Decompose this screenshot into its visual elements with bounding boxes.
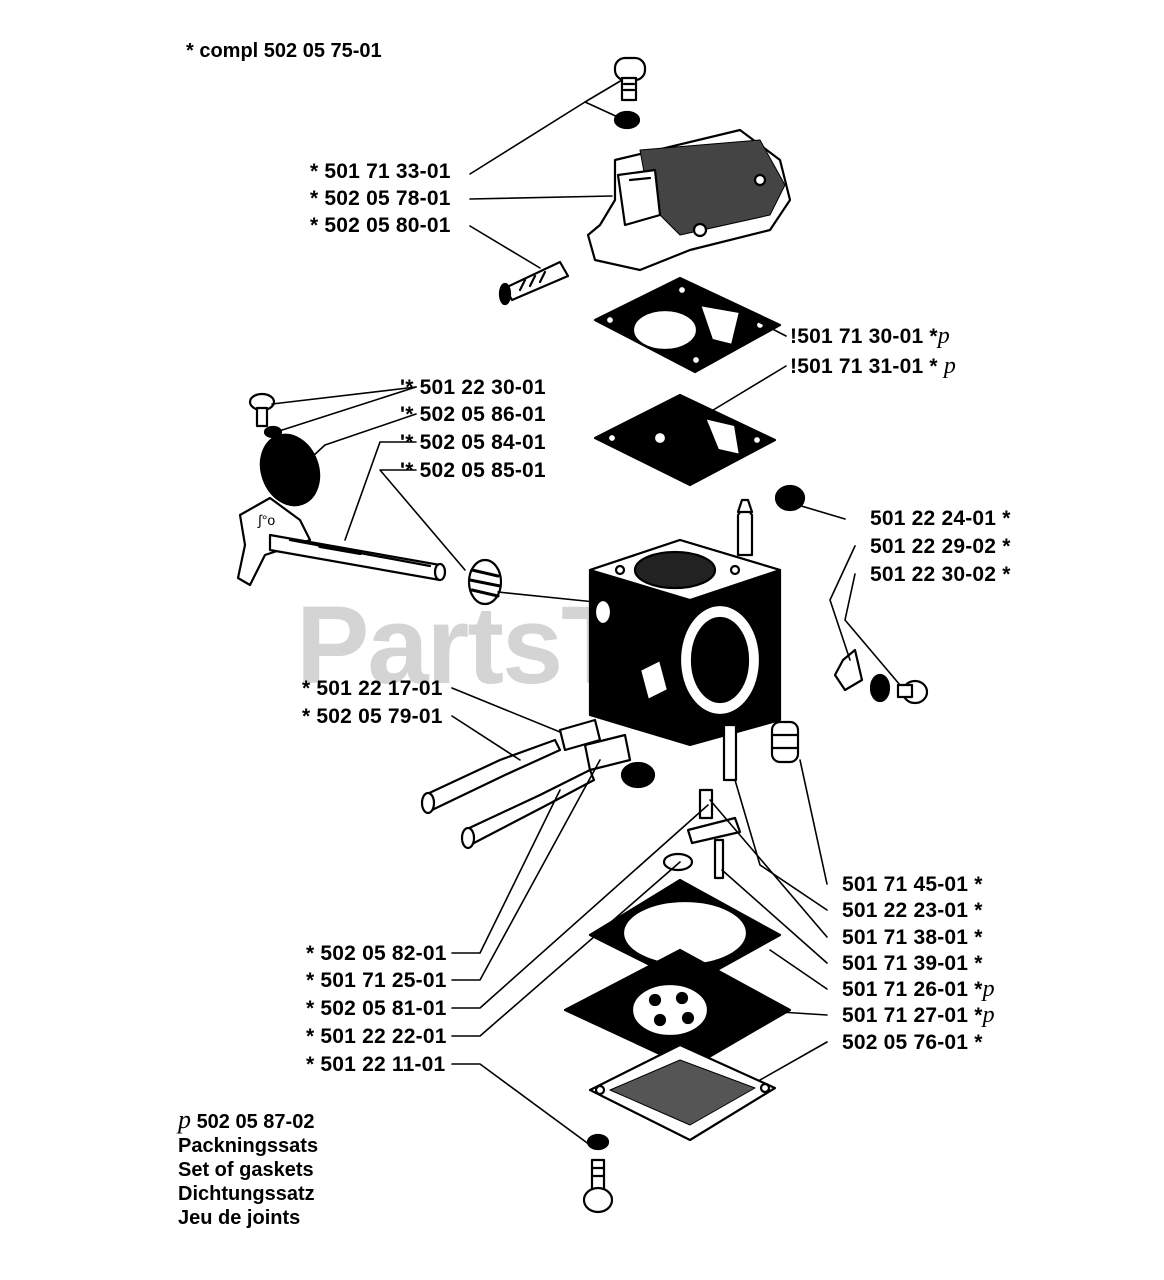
- part-label: * 501 22 11-01: [306, 1053, 446, 1076]
- part-label: * 502 05 80-01: [310, 214, 451, 237]
- pump-cover-part: [586, 128, 792, 272]
- svg-text:∫°o: ∫°o: [257, 512, 275, 528]
- carburetor-body-part: [588, 484, 806, 747]
- pump-gasket-part: [593, 276, 782, 374]
- part-label: 501 22 30-02 *: [870, 563, 1011, 586]
- legend-line: Set of gaskets: [178, 1159, 314, 1181]
- metering-parts: [662, 723, 742, 880]
- part-label: '* 502 05 85-01: [400, 459, 546, 482]
- part-label: !501 71 30-01 *p: [790, 323, 950, 349]
- part-label: * 501 22 22-01: [306, 1025, 447, 1048]
- legend-line: Jeu de joints: [178, 1207, 301, 1229]
- throttle-lever-part: [833, 648, 929, 705]
- part-label: * 502 05 78-01: [310, 187, 451, 210]
- part-label: 502 05 76-01 *: [842, 1031, 983, 1054]
- metering-diaphragm-part: [563, 948, 792, 1070]
- part-label: 501 22 23-01 *: [842, 899, 983, 922]
- legend-line: Packningssats: [178, 1135, 319, 1157]
- part-label: 501 22 29-02 *: [870, 535, 1011, 558]
- part-label: * 502 05 79-01: [302, 705, 443, 728]
- part-label: '* 502 05 84-01: [400, 431, 546, 454]
- part-label: 501 71 45-01 *: [842, 873, 983, 896]
- plug-part: [770, 720, 800, 764]
- part-label: '* 502 05 86-01: [400, 403, 546, 426]
- gasket-set-legend: p 502 05 87-02 Packningssats Set of gask…: [178, 1105, 319, 1230]
- choke-assembly-part: ∫°o: [236, 392, 503, 606]
- cover-screw-part: [613, 56, 647, 130]
- part-label: 501 71 38-01 *: [842, 926, 983, 949]
- part-label: !501 71 31-01 * p: [790, 353, 957, 379]
- part-label: * 501 22 17-01: [302, 677, 443, 700]
- metering-cover-part: [588, 1043, 777, 1142]
- pump-diaphragm-part: [593, 393, 777, 487]
- part-label: 501 71 27-01 *p: [842, 1002, 995, 1028]
- mixture-needles-part: [420, 718, 656, 850]
- part-label: 501 71 26-01 *p: [842, 976, 995, 1002]
- legend-part-number: p 502 05 87-02: [178, 1105, 315, 1134]
- leader-lines: [271, 79, 901, 1146]
- complete-assembly-note: * compl 502 05 75-01: [186, 40, 382, 62]
- part-label: * 501 71 25-01: [306, 969, 447, 992]
- part-label: '* 501 22 30-01: [400, 376, 546, 399]
- adjustment-screw-part: [498, 260, 570, 306]
- bottom-screw-part: [582, 1133, 614, 1214]
- part-label: * 501 71 33-01: [310, 160, 451, 183]
- part-label: * 502 05 82-01: [306, 942, 447, 965]
- part-label: 501 71 39-01 *: [842, 952, 983, 975]
- part-label: 501 22 24-01 *: [870, 507, 1011, 530]
- legend-line: Dichtungssatz: [178, 1183, 315, 1205]
- part-label: * 502 05 81-01: [306, 997, 447, 1020]
